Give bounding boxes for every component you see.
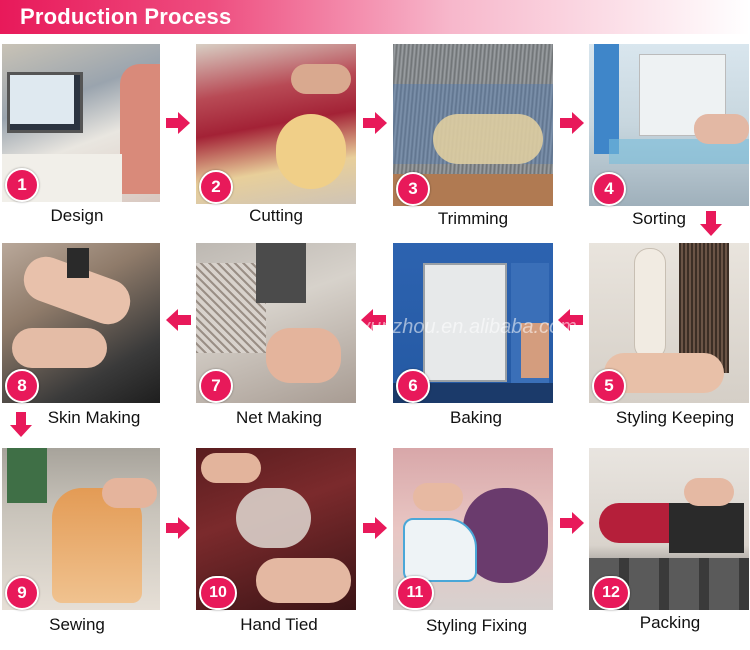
arrow-right-icon <box>178 517 190 539</box>
step-number-badge: 9 <box>5 576 39 610</box>
hand-tied-photo <box>196 448 356 610</box>
watermark-text: yunzhou.en.alibaba.com <box>360 316 577 338</box>
arrow-down-icon <box>700 224 722 236</box>
arrow-right-icon <box>572 112 584 134</box>
arrow-left-icon <box>166 309 178 331</box>
step-number-badge: 1 <box>5 168 39 202</box>
arrow-right-icon <box>375 112 387 134</box>
arrow-shaft <box>706 211 716 224</box>
arrow-shaft <box>16 412 26 425</box>
arrow-shaft <box>166 523 179 533</box>
step-number-badge: 6 <box>396 369 430 403</box>
step-label: Styling Fixing <box>425 616 528 635</box>
step-number-badge: 3 <box>396 172 430 206</box>
section-title: Production Process <box>20 4 232 29</box>
step-number-badge: 11 <box>396 576 434 610</box>
step-label: Design <box>50 206 104 225</box>
step-label: Baking <box>450 408 502 427</box>
arrow-shaft <box>570 315 583 325</box>
step-number-badge: 5 <box>592 369 626 403</box>
step-label: Trimming <box>437 209 509 228</box>
step-number-badge: 2 <box>199 170 233 204</box>
step-label: Styling Keeping <box>615 408 735 427</box>
step-label: Packing <box>639 613 701 632</box>
arrow-right-icon <box>375 517 387 539</box>
arrow-right-icon <box>178 112 190 134</box>
arrow-down-icon <box>10 425 32 437</box>
arrow-shaft <box>373 315 386 325</box>
step-label: Net Making <box>236 408 322 427</box>
section-header: Production Process <box>0 0 750 34</box>
arrow-shaft <box>560 118 573 128</box>
arrow-shaft <box>166 118 179 128</box>
step-number-badge: 8 <box>5 369 39 403</box>
step-number-badge: 4 <box>592 172 626 206</box>
step-number-badge: 10 <box>199 576 237 610</box>
arrow-shaft <box>363 118 376 128</box>
arrow-shaft <box>363 523 376 533</box>
arrow-left-icon <box>558 309 570 331</box>
step-number-badge: 12 <box>592 576 630 610</box>
step-label: Hand Tied <box>240 615 318 634</box>
arrow-left-icon <box>361 309 373 331</box>
arrow-shaft <box>178 315 191 325</box>
step-label: Cutting <box>249 206 303 225</box>
arrow-shaft <box>560 518 573 528</box>
step-number-badge: 7 <box>199 369 233 403</box>
step-label: Skin Making <box>47 408 141 427</box>
step-label: Sewing <box>49 615 105 634</box>
step-label: Sorting <box>632 209 686 228</box>
arrow-right-icon <box>572 512 584 534</box>
